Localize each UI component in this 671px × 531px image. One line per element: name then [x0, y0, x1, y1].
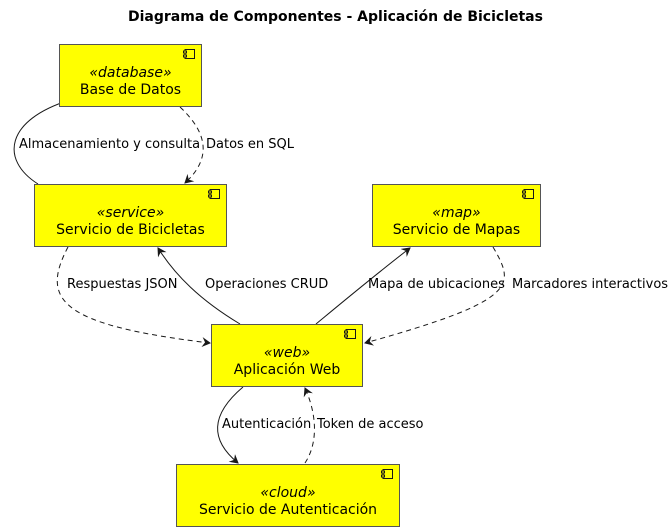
- component-icon: [208, 189, 220, 199]
- component-icon: [522, 189, 534, 199]
- edge-token: [303, 387, 315, 464]
- component-name: Servicio de Mapas: [392, 222, 521, 238]
- component-stereotype: «service»: [96, 205, 165, 221]
- edge-almacenamiento: [13, 97, 71, 185]
- diagram-title: Diagrama de Componentes - Aplicación de …: [128, 9, 543, 25]
- component-service[interactable]: «service» Servicio de Bicicletas: [34, 184, 227, 247]
- edge-label-datos-sql: Datos en SQL: [206, 137, 295, 152]
- edge-label-almacenamiento: Almacenamiento y consulta: [19, 137, 201, 152]
- component-icon: [344, 329, 356, 339]
- component-cloud[interactable]: «cloud» Servicio de Autenticación: [176, 464, 400, 527]
- edge-respuestas-json: [56, 246, 211, 348]
- edge-label-mapa-ubicaciones: Mapa de ubicaciones: [368, 277, 505, 292]
- edge-datos-sql: [179, 106, 204, 184]
- component-map[interactable]: «map» Servicio de Mapas: [372, 184, 541, 247]
- component-database[interactable]: «database» Base de Datos: [59, 44, 202, 107]
- edge-autenticacion: [217, 386, 244, 464]
- component-name: Aplicación Web: [233, 362, 341, 378]
- component-icon: [183, 49, 195, 59]
- component-stereotype: «database»: [89, 65, 172, 81]
- edge-marcadores: [364, 246, 505, 346]
- edge-label-token: Token de acceso: [317, 417, 424, 432]
- component-stereotype: «cloud»: [260, 485, 316, 501]
- edge-label-operaciones-crud: Operaciones CRUD: [205, 277, 329, 292]
- edge-label-respuestas-json: Respuestas JSON: [67, 277, 178, 292]
- component-name: Servicio de Autenticación: [198, 502, 378, 518]
- edge-mapa-ubicaciones: [315, 247, 411, 325]
- component-stereotype: «web»: [263, 345, 311, 361]
- component-web[interactable]: «web» Aplicación Web: [211, 324, 363, 387]
- component-name: Servicio de Bicicletas: [56, 222, 205, 238]
- component-icon: [381, 469, 393, 479]
- component-name: Base de Datos: [79, 82, 182, 98]
- component-stereotype: «map»: [432, 205, 481, 221]
- edge-operaciones-crud: [157, 247, 241, 325]
- edge-label-marcadores: Marcadores interactivos: [512, 277, 669, 292]
- edge-label-autenticacion: Autenticación: [222, 417, 312, 432]
